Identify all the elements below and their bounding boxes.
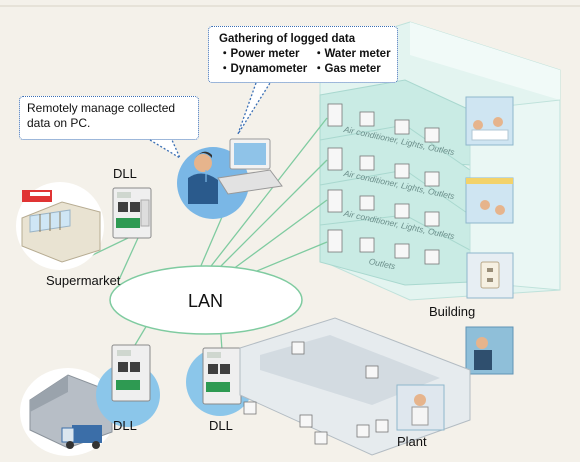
dll-unit-warehouse: [96, 344, 160, 427]
warehouse-illustration: [20, 368, 116, 456]
dll-label-bottom-left: DLL: [113, 418, 137, 433]
gas-meter-item: Gas meter: [324, 63, 381, 75]
power-meter-item: Power meter: [230, 48, 300, 60]
remote-line-1: Remotely manage collected: [27, 101, 176, 115]
plant-label: Plant: [397, 434, 427, 449]
pc-user-illustration: [177, 138, 283, 219]
supermarket-label: Supermarket: [46, 273, 121, 288]
building-label: Building: [429, 304, 476, 319]
dynamometer-item: Dynamometer: [230, 63, 308, 75]
dll-label-bottom-mid: DLL: [209, 418, 233, 433]
remote-line-2: data on PC.: [27, 116, 91, 130]
gathering-callout: Gathering of logged data ・Power meter ・W…: [208, 26, 398, 83]
gathering-title: Gathering of logged data: [219, 33, 356, 45]
building-devices: [327, 103, 440, 265]
remote-manage-callout: Remotely manage collected data on PC.: [19, 96, 199, 140]
lan-label: LAN: [188, 291, 224, 311]
supermarket-illustration: [16, 182, 104, 270]
dll-label-top: DLL: [113, 166, 137, 181]
building-photos: [465, 96, 514, 375]
plant-illustration: [239, 317, 471, 456]
dll-unit-plant: [186, 347, 254, 416]
lan-cloud: [109, 265, 303, 335]
dll-unit-supermarket: [112, 187, 152, 239]
water-meter-item: Water meter: [324, 48, 391, 60]
